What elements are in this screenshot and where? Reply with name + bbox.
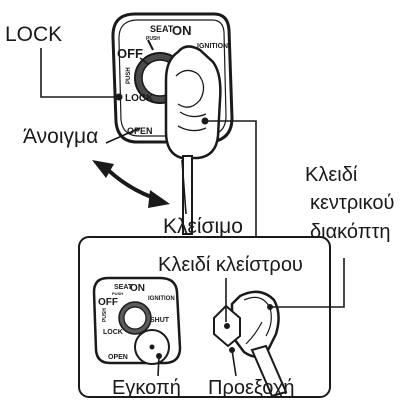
label-notch: Εγκοπή — [112, 377, 181, 399]
upper-seat-push-text: PUSH — [146, 36, 160, 42]
lower-shut-text: SHUT — [150, 317, 170, 324]
upper-push-side-text: PUSH — [126, 67, 132, 84]
rotation-arrow — [92, 160, 170, 208]
upper-lock-text: LOCK — [125, 93, 154, 104]
lower-on-text: ON — [130, 283, 145, 294]
lower-ignition-switch: SEAT PUSH ON OFF IGNITION SHUT PUSH LOCK… — [92, 276, 182, 365]
lower-seat-push-text: PUSH — [112, 291, 123, 296]
lower-key — [213, 290, 288, 398]
upper-seat-text: SEAT — [150, 24, 174, 34]
lower-lock-text: LOCK — [103, 329, 123, 336]
label-main-switch-key-line1: Κλειδί — [305, 164, 358, 186]
label-opening: Άνοιγμα — [23, 125, 99, 148]
leader-lines-upper — [40, 48, 257, 236]
label-lock: LOCK — [5, 23, 63, 46]
lower-open-text: OPEN — [108, 354, 128, 361]
upper-ignition-text: IGNITION — [197, 43, 228, 50]
upper-off-text: OFF — [117, 46, 143, 61]
lower-ignition-text: IGNITION — [148, 296, 175, 302]
lower-push-side-text: PUSH — [102, 308, 108, 322]
label-protrusion: Προεξοχή — [208, 377, 295, 399]
upper-key — [164, 45, 222, 235]
upper-open-text: OPEN — [127, 126, 153, 136]
label-main-switch-key-line2: κεντρικού — [310, 192, 395, 214]
label-closing: Κλείσιμο — [163, 215, 243, 238]
leader-lines-lower — [157, 258, 345, 377]
lower-off-text: OFF — [98, 297, 118, 308]
label-main-switch-key-line3: διακόπτη — [310, 221, 391, 243]
lower-seat-text: SEAT — [114, 284, 133, 291]
upper-on-text: ON — [172, 23, 192, 38]
label-shutter-key: Κλειδί κλείστρου — [158, 254, 303, 276]
